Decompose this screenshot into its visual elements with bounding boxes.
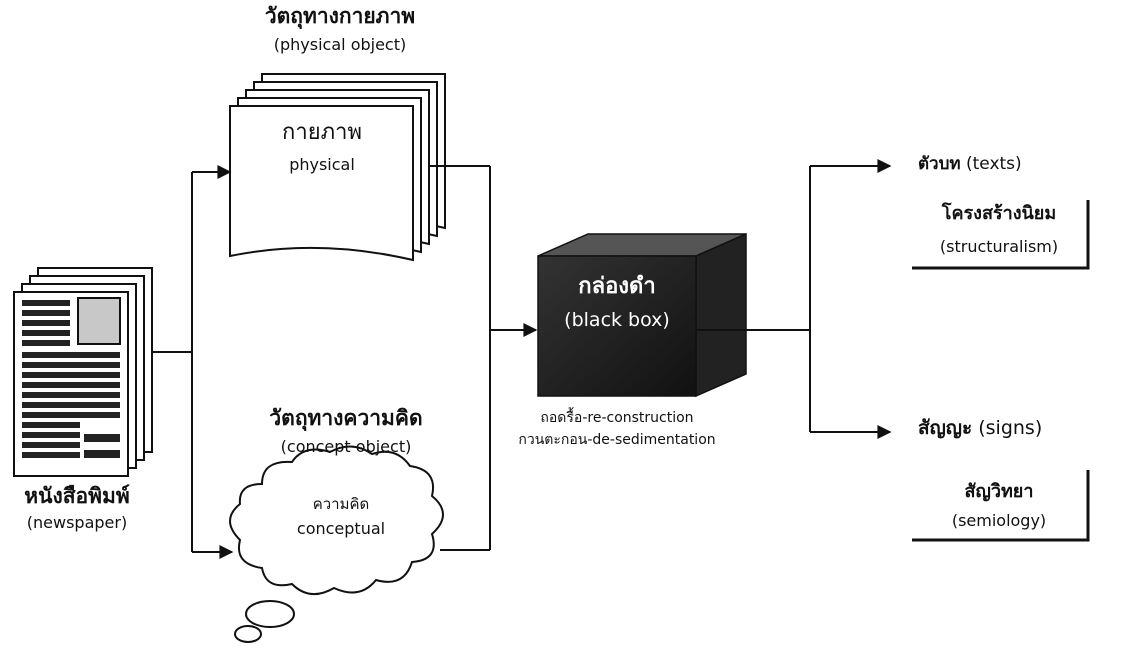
semiology-bracket [912,470,1090,542]
black-box-icon [537,232,747,398]
structuralism-bracket [912,200,1090,270]
structuralism-en: (structuralism) [939,237,1059,256]
concept-inner-en: conceptual [296,519,386,538]
physical-inner-en: physical [289,155,355,174]
physical-document-icon [229,73,446,262]
concept-object-title: วัตถุทางความคิด [269,406,423,430]
newspaper-title: หนังสือพิมพ์ [24,484,130,508]
semiology-th: สัญวิทยา [964,481,1034,502]
concept-object-subtitle: (concept object) [280,437,412,456]
connectors [152,159,892,559]
concept-inner-th: ความคิด [312,495,370,513]
physical-object-title: วัตถุทางกายภาพ [264,4,416,28]
texts-label-th: ตัวบท [918,154,961,174]
physical-inner-th: กายภาพ [282,120,362,145]
black-box-caption-1: ถอดรื้อ-re-construction [540,410,694,426]
newspaper-icon [13,267,153,477]
black-box-subtitle: (black box) [564,309,670,331]
structuralism-th: โครงสร้างนิยม [941,203,1057,224]
semiology-en: (semiology) [951,511,1047,530]
physical-object-subtitle: (physical object) [273,35,407,54]
thought-cloud-icon [229,445,444,643]
signs-label-en: (signs) [978,417,1043,439]
newspaper-subtitle: (newspaper) [26,513,128,532]
signs-label-th: สัญญะ [918,417,973,439]
black-box-title: กล่องดำ [578,274,656,299]
texts-label-en: (texts) [966,154,1022,174]
signs-label: สัญญะ (signs) [918,417,1043,440]
texts-label: ตัวบท (texts) [918,154,1022,175]
output-brackets [912,200,1090,542]
black-box-caption-2: กวนตะกอน-de-sedimentation [518,432,716,448]
